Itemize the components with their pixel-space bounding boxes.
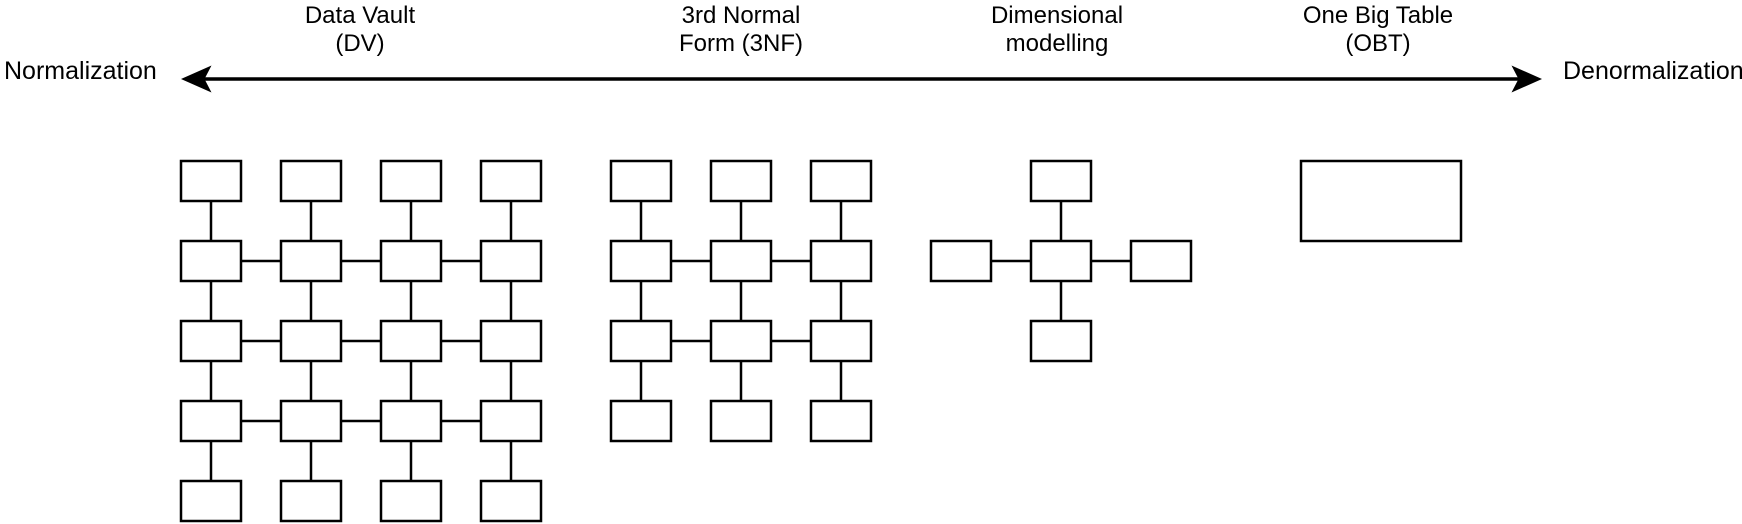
data-vault-schema-table-box bbox=[279, 319, 343, 363]
section-title-line: Data Vault bbox=[304, 2, 416, 29]
section-title-line: One Big Table bbox=[1302, 2, 1454, 29]
third-normal-form-schema-table-box bbox=[809, 399, 873, 443]
data-vault-schema-table-box bbox=[179, 239, 243, 283]
third-normal-form-schema-table-box bbox=[709, 159, 773, 203]
third-normal-form-schema-table-box bbox=[809, 239, 873, 283]
third-normal-form-schema-table-box bbox=[709, 319, 773, 363]
dimensional-star-schema-table-box bbox=[929, 239, 993, 283]
axis-label-denormalization: Denormalization bbox=[1563, 57, 1742, 85]
section-title-dimensional-modelling: Dimensional modelling bbox=[907, 2, 1207, 58]
data-vault-schema-table-box bbox=[379, 159, 443, 203]
dimensional-star-schema-table-box bbox=[1029, 239, 1093, 283]
section-title-line: modelling bbox=[1005, 30, 1109, 57]
data-vault-schema-table-box bbox=[179, 399, 243, 443]
dimensional-star-schema-table-box bbox=[1029, 319, 1093, 363]
data-vault-schema-table-box bbox=[479, 239, 543, 283]
data-vault-schema-table-box bbox=[379, 479, 443, 523]
data-vault-schema-table-box bbox=[479, 399, 543, 443]
third-normal-form-schema-table-box bbox=[809, 319, 873, 363]
data-vault-schema-table-box bbox=[479, 159, 543, 203]
section-title-one-big-table: One Big Table (OBT) bbox=[1228, 2, 1528, 58]
data-vault-schema-table-box bbox=[279, 239, 343, 283]
data-vault-schema-table-box bbox=[279, 399, 343, 443]
data-vault-schema-table-box bbox=[179, 479, 243, 523]
section-title-line: 3rd Normal bbox=[681, 2, 801, 29]
axis-arrowhead-left-icon bbox=[181, 65, 212, 93]
data-vault-schema-table-box bbox=[279, 479, 343, 523]
third-normal-form-schema-table-box bbox=[709, 399, 773, 443]
third-normal-form-schema-table-box bbox=[609, 239, 673, 283]
section-title-data-vault: Data Vault (DV) bbox=[210, 2, 510, 58]
third-normal-form-schema-table-box bbox=[709, 239, 773, 283]
section-title-line: Form (3NF) bbox=[679, 30, 803, 57]
dimensional-star-schema-table-box bbox=[1129, 239, 1193, 283]
data-vault-schema-table-box bbox=[179, 319, 243, 363]
section-title-third-normal-form: 3rd Normal Form (3NF) bbox=[591, 2, 891, 58]
section-title-line: Dimensional bbox=[990, 2, 1124, 29]
data-vault-schema-table-box bbox=[279, 159, 343, 203]
axis-label-normalization: Normalization bbox=[4, 57, 157, 85]
data-vault-schema-table-box bbox=[379, 239, 443, 283]
axis-arrowhead-right-icon bbox=[1511, 65, 1542, 93]
data-vault-schema-table-box bbox=[379, 399, 443, 443]
data-vault-schema-table-box bbox=[379, 319, 443, 363]
third-normal-form-schema-table-box bbox=[609, 159, 673, 203]
data-vault-schema-table-box bbox=[179, 159, 243, 203]
section-title-line: (DV) bbox=[335, 30, 385, 57]
dimensional-star-schema-table-box bbox=[1029, 159, 1093, 203]
one-big-table-schema-table-box bbox=[1299, 159, 1463, 243]
third-normal-form-schema-table-box bbox=[609, 319, 673, 363]
section-title-line: (OBT) bbox=[1345, 30, 1411, 57]
data-vault-schema-table-box bbox=[479, 319, 543, 363]
third-normal-form-schema-table-box bbox=[809, 159, 873, 203]
data-vault-schema-table-box bbox=[479, 479, 543, 523]
third-normal-form-schema-table-box bbox=[609, 399, 673, 443]
